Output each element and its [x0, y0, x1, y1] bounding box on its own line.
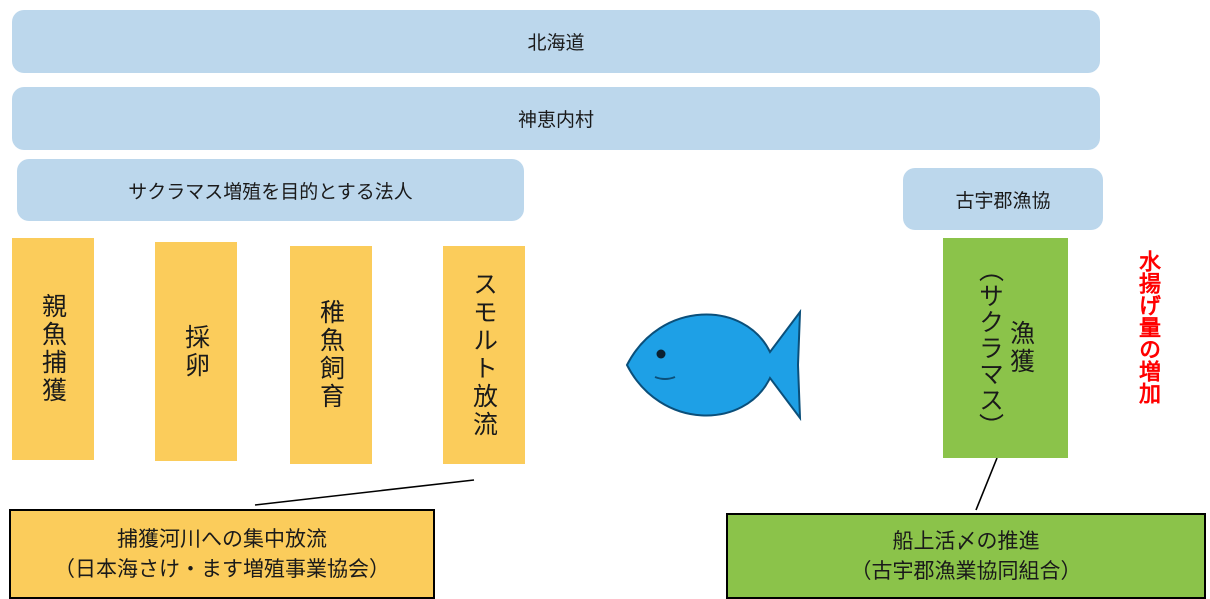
- hokkaido-band: 北海道: [12, 10, 1100, 73]
- catch-main-label: 漁獲: [1006, 320, 1036, 376]
- note-right: 船上活〆の推進 （古宇郡漁業協同組合）: [726, 513, 1206, 599]
- step-smolt-release: スモルト放流: [443, 246, 525, 464]
- connector-left: [254, 479, 475, 506]
- corporation-label: サクラマス増殖を目的とする法人: [128, 180, 413, 203]
- step-label: スモルト放流: [469, 271, 499, 439]
- step-label: 採卵: [181, 323, 211, 380]
- step-egg-collection: 採卵: [155, 242, 237, 461]
- note-right-line2: （古宇郡漁業協同組合）: [850, 559, 1082, 583]
- hokkaido-label: 北海道: [527, 32, 585, 54]
- coop-label: 古宇郡漁協: [955, 189, 1051, 212]
- outcome-label: 水揚げ量の増加: [1135, 250, 1160, 404]
- note-left-line1: 捕獲河川への集中放流: [117, 526, 327, 551]
- connector-right: [975, 457, 998, 511]
- step-label: 稚魚飼育: [316, 299, 346, 411]
- note-right-line1: 船上活〆の推進: [892, 528, 1040, 553]
- step-label: 親魚捕獲: [38, 293, 68, 405]
- kamienai-band: 神恵内村: [12, 87, 1100, 150]
- step-fry-rearing: 稚魚飼育: [290, 246, 372, 464]
- step-broodstock-capture: 親魚捕獲: [12, 238, 94, 460]
- catch-box: 漁獲 （サクラマス）: [943, 238, 1068, 458]
- corporation-band: サクラマス増殖を目的とする法人: [17, 159, 524, 221]
- coop-band: 古宇郡漁協: [903, 168, 1103, 230]
- note-left-line2: （日本海さけ・ます増殖事業協会）: [54, 557, 390, 581]
- fish-icon-shape: [625, 308, 802, 422]
- catch-sub-label: （サクラマス）: [975, 257, 1005, 439]
- kamienai-label: 神恵内村: [517, 109, 594, 131]
- note-left: 捕獲河川への集中放流 （日本海さけ・ます増殖事業協会）: [9, 509, 435, 599]
